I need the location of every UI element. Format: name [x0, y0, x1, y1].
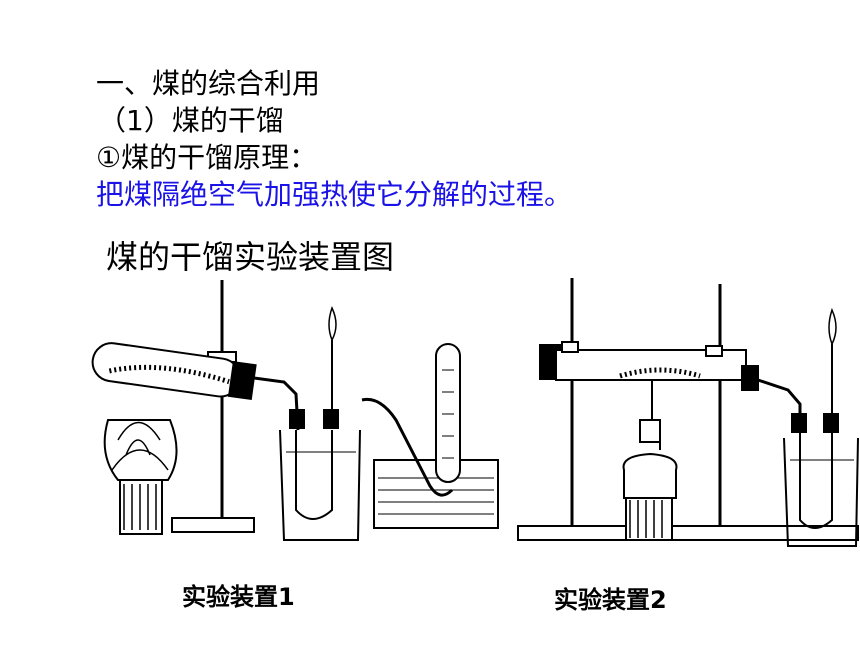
stand-base-2	[517, 525, 859, 541]
definition-text: 把煤隔绝空气加强热使它分解的过程。	[96, 178, 573, 211]
subheading: （1）煤的干馏	[98, 104, 284, 137]
apparatus-1-drawing	[91, 280, 499, 541]
stand-base-1	[171, 517, 255, 533]
test-tube-1	[91, 342, 257, 401]
caption-apparatus-1: 实验装置1	[182, 583, 295, 611]
tube-2	[539, 341, 759, 391]
principle-label: ①煤的干馏原理：	[96, 141, 318, 174]
caption-apparatus-2: 实验装置2	[554, 586, 667, 614]
figure-title: 煤的干馏实验装置图	[106, 238, 395, 276]
beaker-1	[279, 306, 361, 541]
section-heading: 一、煤的综合利用	[96, 67, 321, 100]
beaker-2	[783, 307, 859, 547]
lamp-1	[103, 419, 178, 535]
apparatus-2-drawing	[517, 278, 859, 547]
burner-2	[622, 380, 678, 541]
trough-1	[361, 343, 499, 529]
